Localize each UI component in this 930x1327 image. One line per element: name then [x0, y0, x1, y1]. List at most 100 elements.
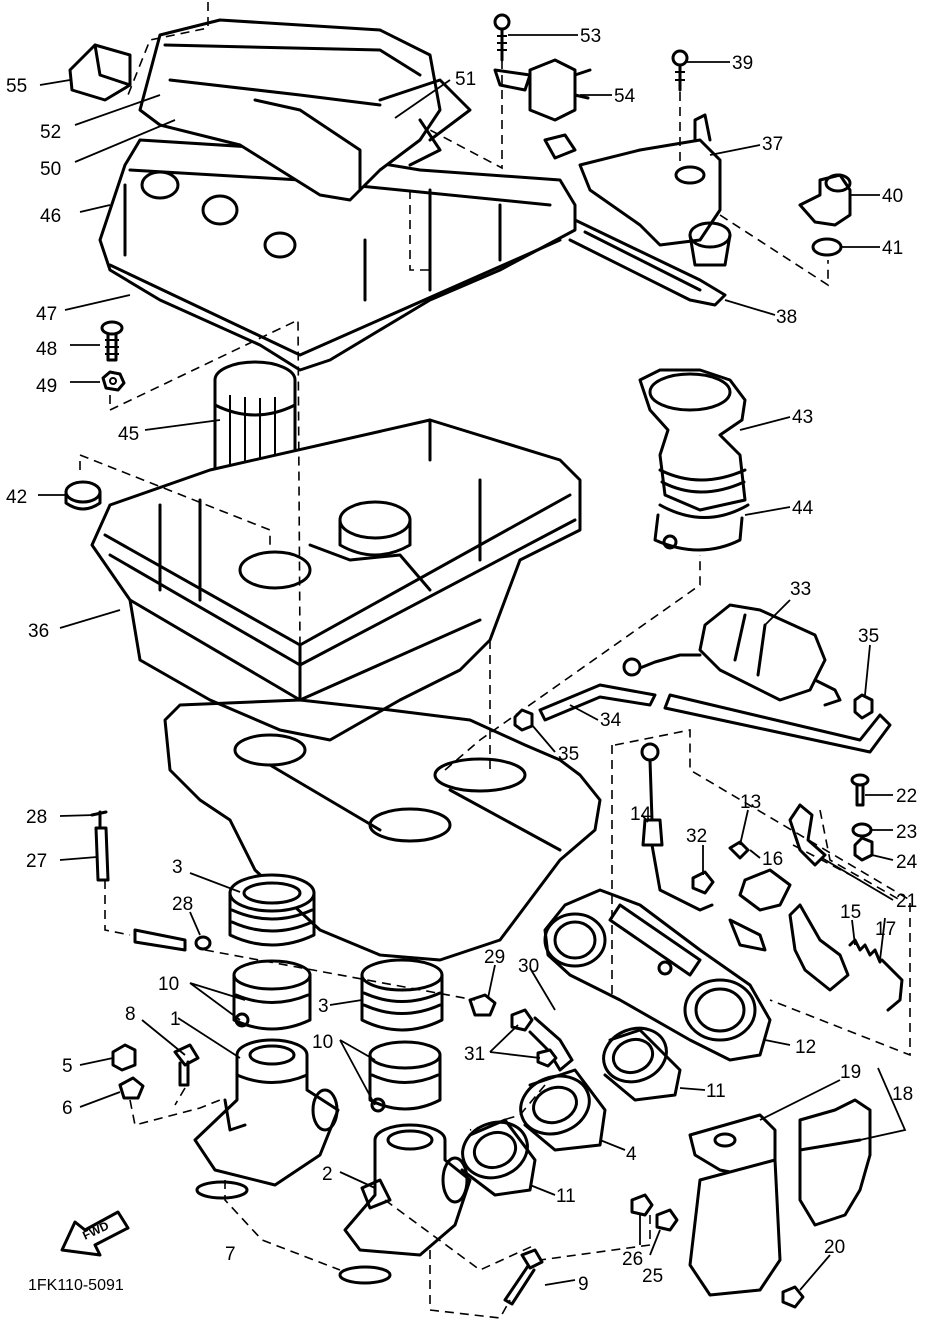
cap-5: [111, 1043, 137, 1072]
callout-27: 27: [26, 851, 47, 872]
clip-6: [118, 1076, 145, 1100]
callout-8: 8: [125, 1004, 136, 1025]
callout-46: 46: [40, 206, 61, 227]
callout-55: 55: [6, 76, 27, 97]
callout-16: 16: [762, 849, 783, 870]
air-filter-cover: [98, 138, 577, 372]
cover-19: [688, 1113, 782, 1297]
callout-50: 50: [40, 159, 61, 180]
callout-9: 9: [578, 1274, 589, 1295]
breather-parts: [90, 810, 212, 952]
callout-54: 54: [614, 86, 636, 107]
hose-clamp-35-right: [853, 693, 874, 720]
callout-42: 42: [6, 487, 27, 508]
screw-22: [850, 773, 870, 807]
callout-17: 17: [875, 919, 896, 940]
callout-36: 36: [28, 621, 49, 642]
screw-32: [691, 870, 715, 895]
screw-39: [671, 49, 689, 92]
washer-23: [851, 822, 873, 838]
callout-2: 2: [322, 1164, 333, 1185]
callout-45: 45: [118, 424, 139, 445]
gasket-38: [568, 218, 727, 307]
intake-duct-43: [638, 368, 747, 512]
callout-33: 33: [790, 579, 811, 600]
clamp-band-10-center: [368, 1040, 442, 1113]
callout-18: 18: [892, 1084, 913, 1105]
callout-37: 37: [762, 134, 783, 155]
clip-55: [68, 43, 132, 102]
callout-10-left: 10: [158, 974, 179, 995]
callout-5: 5: [62, 1056, 73, 1077]
joint-3-left: [228, 873, 316, 947]
callout-43: 43: [792, 407, 813, 428]
callout-29: 29: [484, 947, 505, 968]
callout-48: 48: [36, 339, 57, 360]
callout-12: 12: [795, 1037, 816, 1058]
nut-24: [853, 836, 874, 862]
callout-44: 44: [792, 498, 814, 519]
callout-35-right: 35: [858, 626, 879, 647]
callout-40: 40: [882, 186, 903, 207]
joint-11-right: [602, 1026, 682, 1102]
assembly-guide-lines: [79, 2, 911, 1319]
callout-7: 7: [225, 1244, 236, 1265]
callout-28-bottom: 28: [172, 894, 193, 915]
o-ring-41: [811, 237, 843, 257]
engine-outline: [163, 698, 602, 962]
fuel-hose-34: [538, 683, 892, 754]
air-duct-lid: [138, 18, 472, 202]
screw-53: [493, 13, 511, 62]
rubber-42: [64, 480, 102, 511]
bracket-21: [788, 803, 827, 867]
diagram-code: 1FK110-5091: [28, 1277, 124, 1294]
o-ring-7-left: [195, 1180, 249, 1200]
air-filter-case-36: [90, 418, 582, 742]
cable-17: [880, 958, 904, 1012]
bolt-9: [503, 1248, 544, 1306]
callout-26: 26: [622, 1249, 643, 1270]
callout-10-center: 10: [312, 1032, 333, 1053]
callout-1: 1: [170, 1009, 181, 1030]
cap-26: [630, 1193, 654, 1217]
callout-38: 38: [776, 307, 797, 328]
fuel-filter-33: [622, 603, 842, 707]
callout-labels: 55 52 50 46 47 48 49 45 42 36 53 51 54 3…: [6, 26, 918, 1295]
callout-13: 13: [740, 792, 761, 813]
callout-20: 20: [824, 1237, 845, 1258]
cap-29: [468, 993, 497, 1017]
elbow-40: [798, 173, 852, 227]
callout-11-left: 11: [556, 1186, 576, 1207]
throttle-body-12: [543, 888, 772, 1062]
callout-15: 15: [840, 902, 861, 923]
callout-21: 21: [896, 891, 917, 912]
callout-51: 51: [455, 69, 476, 90]
clamp-44: [653, 503, 750, 552]
callout-28-top: 28: [26, 807, 47, 828]
hose-30: [510, 1008, 574, 1072]
throttle-cable-14: [640, 742, 714, 912]
callout-41: 41: [882, 238, 903, 259]
leader-lines: [38, 34, 907, 1291]
forward-arrow-icon: FWD: [60, 1210, 130, 1257]
screw-20: [781, 1285, 805, 1309]
callout-30: 30: [518, 956, 539, 977]
callout-32: 32: [686, 826, 707, 847]
callout-49: 49: [36, 376, 57, 397]
sensor-54: [493, 58, 592, 122]
o-ring-7-right: [338, 1265, 392, 1285]
callout-35-left: 35: [558, 744, 579, 765]
cover-18: [798, 1098, 872, 1227]
carb-joint-1: [193, 1038, 340, 1187]
carb-joint-2: [343, 1123, 472, 1257]
joint-37: [543, 113, 732, 267]
callout-24: 24: [896, 852, 918, 873]
callout-3-center: 3: [318, 996, 329, 1017]
callout-25: 25: [642, 1266, 663, 1287]
callout-14: 14: [630, 804, 652, 825]
callout-22: 22: [896, 786, 917, 807]
callout-47: 47: [36, 304, 57, 325]
cap-25: [655, 1208, 679, 1232]
callout-39: 39: [732, 53, 753, 74]
